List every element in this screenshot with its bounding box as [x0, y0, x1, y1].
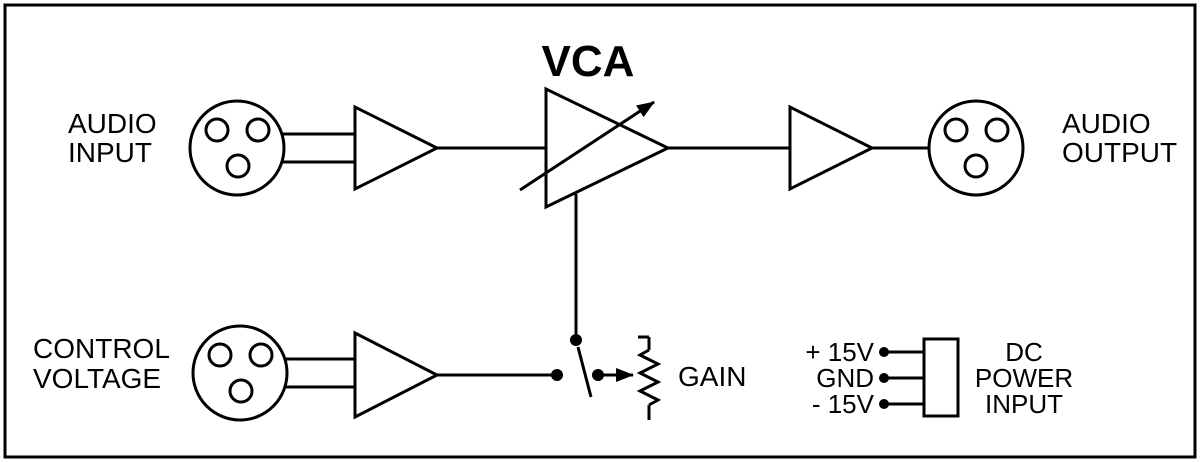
control-voltage-cable [285, 357, 356, 389]
diagram-border [3, 3, 1197, 459]
audio-output-label-line1: AUDIO [1062, 108, 1151, 139]
switch-node-common [570, 334, 582, 346]
vca-symbol-icon [519, 86, 672, 210]
control-source-switch-icon [551, 334, 604, 398]
audio-output-label: AUDIO OUTPUT [1062, 108, 1177, 168]
minus-15v-label: - 15V [812, 389, 875, 419]
audio-input-cable [282, 132, 356, 164]
input-buffer-amp-icon [353, 104, 441, 192]
page-title: VCA [542, 37, 635, 86]
control-voltage-label: CONTROL VOLTAGE [33, 333, 170, 394]
dc-power-label-line3: INPUT [985, 389, 1063, 419]
power-wires [879, 347, 924, 409]
cv-buffer-amp-icon [353, 330, 441, 420]
output-buffer-amp-icon [788, 104, 876, 192]
switch-blade [576, 346, 593, 398]
plus-15v-label: + 15V [805, 337, 874, 367]
dc-power-input-label: DC POWER INPUT [975, 337, 1073, 419]
control-voltage-label-line2: VOLTAGE [33, 363, 161, 394]
dc-power-label-line1: DC [1005, 337, 1043, 367]
dc-power-connector-icon [922, 337, 960, 418]
control-voltage-label-line1: CONTROL [33, 333, 170, 364]
gain-potentiometer-icon [636, 335, 662, 420]
audio-output-xlr-connector-icon [927, 99, 1025, 197]
audio-input-label: AUDIO INPUT [68, 108, 157, 168]
gnd-label: GND [816, 363, 874, 393]
power-rail-labels: + 15V GND - 15V [805, 337, 874, 419]
audio-output-label-line2: OUTPUT [1062, 137, 1177, 168]
audio-input-label-line1: AUDIO [68, 108, 157, 139]
vca-variable-gain-arrow-icon [519, 100, 655, 192]
switch-node-cv [551, 369, 563, 381]
dc-power-label-line2: POWER [975, 363, 1073, 393]
audio-input-label-line2: INPUT [68, 137, 152, 168]
audio-input-xlr-connector-icon [188, 99, 286, 197]
gain-label: GAIN [678, 361, 746, 392]
control-voltage-xlr-connector-icon [191, 324, 289, 422]
